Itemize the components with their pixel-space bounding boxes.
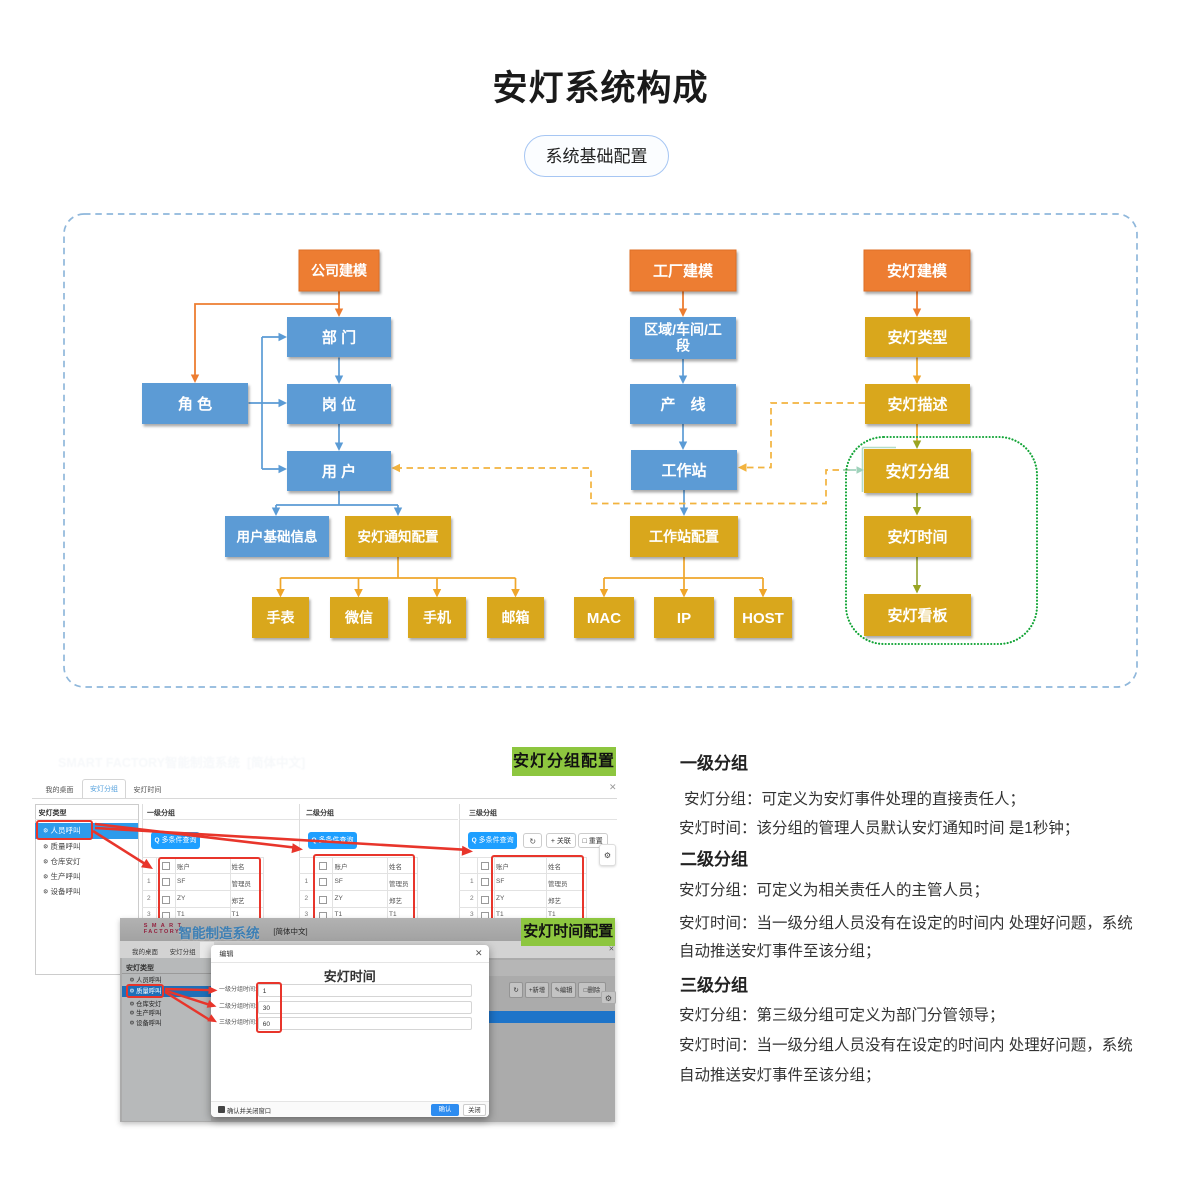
svg-text:部 门: 部 门 [322,328,356,346]
svg-text:安灯分组: 安灯分组 [885,462,949,481]
svg-text:安灯时间: 安灯时间 [887,528,947,546]
svg-text:手机: 手机 [423,610,451,626]
svg-text:工厂建模: 工厂建模 [653,262,714,280]
svg-text:用户基础信息: 用户基础信息 [237,528,318,544]
svg-text:IP: IP [677,610,691,627]
svg-text:区域/车间/工: 区域/车间/工 [644,322,722,338]
svg-text:安灯建模: 安灯建模 [887,262,948,280]
svg-text:角 色: 角 色 [178,395,212,413]
svg-text:岗 位: 岗 位 [322,395,356,413]
svg-text:邮箱: 邮箱 [502,610,530,626]
svg-text:安灯描述: 安灯描述 [887,395,947,413]
svg-text:产 线: 产 线 [660,395,705,413]
svg-text:微信: 微信 [344,610,373,626]
svg-text:MAC: MAC [587,610,621,627]
svg-text:公司建模: 公司建模 [311,263,368,279]
svg-text:HOST: HOST [742,610,784,627]
svg-text:工作站: 工作站 [661,461,706,479]
svg-text:安灯看板: 安灯看板 [887,606,948,624]
svg-text:安灯类型: 安灯类型 [887,328,947,346]
svg-text:手表: 手表 [267,610,296,626]
svg-text:工作站配置: 工作站配置 [649,529,719,545]
svg-text:用 户: 用 户 [322,462,356,480]
svg-text:安灯通知配置: 安灯通知配置 [358,528,439,544]
svg-text:段: 段 [676,338,690,354]
